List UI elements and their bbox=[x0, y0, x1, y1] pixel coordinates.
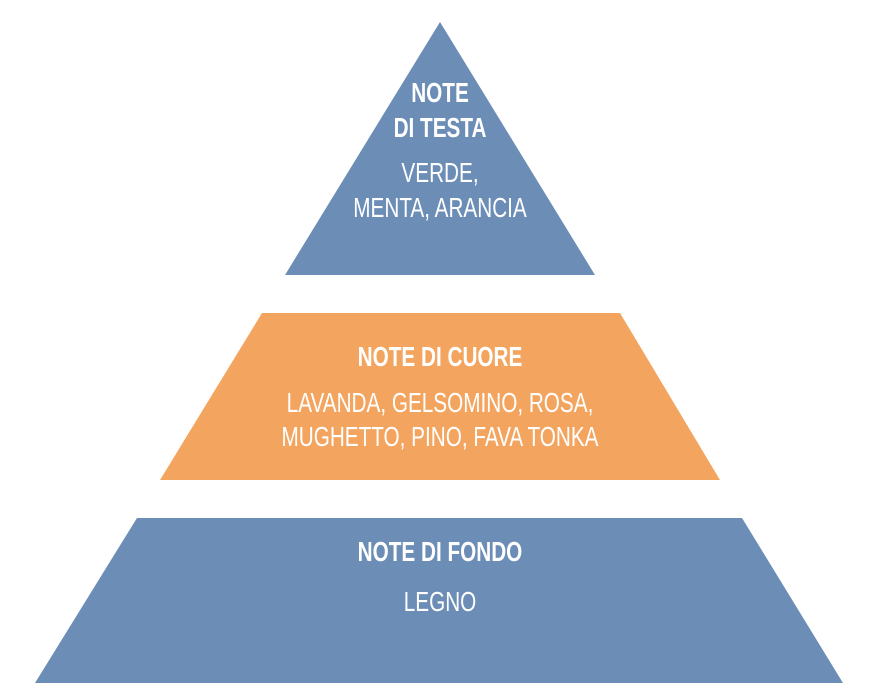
heart-notes-trapezoid bbox=[160, 313, 720, 480]
base-notes-trapezoid bbox=[35, 518, 843, 683]
top-notes-triangle bbox=[285, 22, 595, 275]
top-notes-title-line1: NOTE bbox=[411, 77, 469, 108]
heart-notes-items-line1: LAVANDA, GELSOMINO, ROSA, bbox=[286, 387, 594, 418]
base-notes-items: LEGNO bbox=[403, 586, 477, 617]
heart-notes-title: NOTE DI CUORE bbox=[357, 341, 523, 372]
top-notes-title-line2: DI TESTA bbox=[393, 112, 487, 143]
base-notes-title: NOTE DI FONDO bbox=[357, 536, 523, 567]
top-notes-items-line1: VERDE, bbox=[401, 157, 479, 188]
top-notes-items-line2: MENTA, ARANCIA bbox=[353, 192, 527, 223]
heart-notes-items-line2: MUGHETTO, PINO, FAVA TONKA bbox=[281, 421, 599, 452]
